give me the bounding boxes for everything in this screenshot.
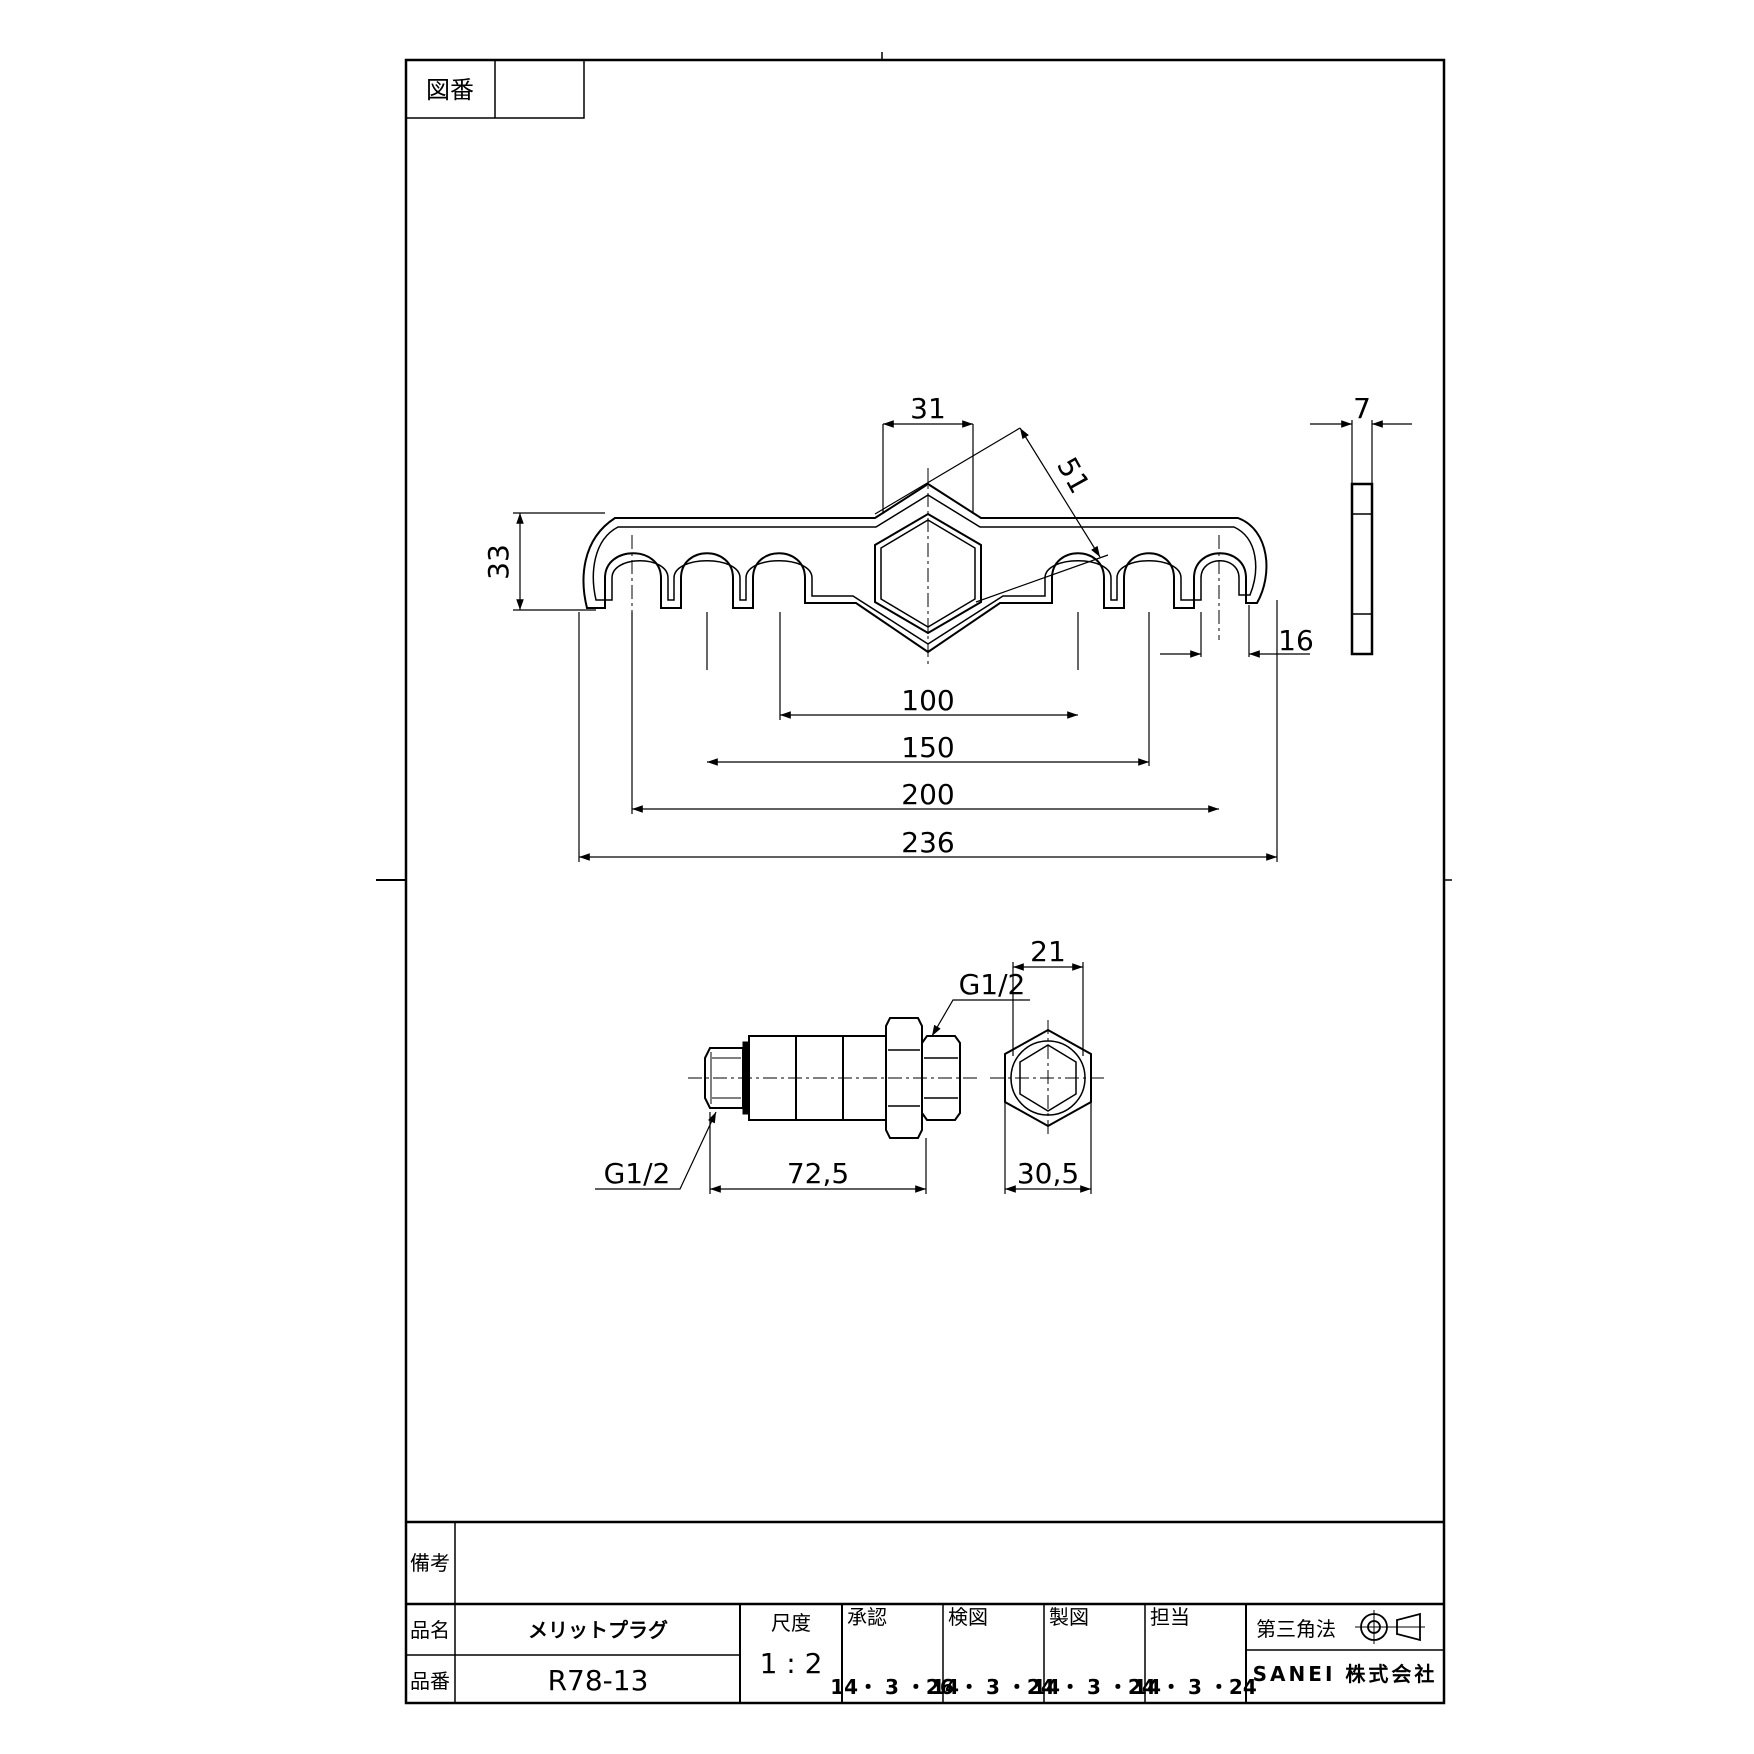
product-number: R78-13 bbox=[548, 1664, 649, 1697]
company-name: SANEI 株式会社 bbox=[1253, 1662, 1438, 1686]
plug-end-view bbox=[990, 962, 1106, 1194]
check-date: 14・ 3 ・24 bbox=[931, 1675, 1055, 1699]
dim-hex-corner: 30,5 bbox=[1017, 1157, 1079, 1190]
drawing-number-label: 図番 bbox=[426, 76, 474, 104]
drawing-number-box: 図番 bbox=[405, 59, 585, 119]
wrench-plate-side-view bbox=[1310, 420, 1412, 656]
dim-150: 150 bbox=[901, 731, 954, 764]
wrench-plate-front-view bbox=[582, 468, 1268, 668]
dim-thickness: 7 bbox=[1353, 392, 1371, 425]
scale-value: 1 : 2 bbox=[760, 1647, 823, 1680]
dim-height: 33 bbox=[482, 544, 515, 580]
dim-236: 236 bbox=[901, 826, 954, 859]
projection-label: 第三角法 bbox=[1256, 1617, 1336, 1641]
scale-label: 尺度 bbox=[771, 1611, 811, 1635]
dim-200: 200 bbox=[901, 778, 954, 811]
third-angle-projection-icon bbox=[1355, 1610, 1425, 1644]
dim-hex-width: 31 bbox=[910, 392, 946, 425]
charge-label: 担当 bbox=[1150, 1605, 1190, 1629]
draw-date: 14・ 3 ・24 bbox=[1032, 1675, 1156, 1699]
dim-100: 100 bbox=[901, 684, 954, 717]
check-label: 検図 bbox=[948, 1605, 988, 1629]
dim-thread-top: G1/2 bbox=[959, 968, 1026, 1001]
remarks-label: 備考 bbox=[410, 1551, 450, 1575]
dim-hex-across: 21 bbox=[1030, 935, 1066, 968]
plug-dimension-text: G1/2 G1/2 72,5 bbox=[604, 968, 1026, 1190]
product-name-label: 品名 bbox=[410, 1618, 450, 1642]
approve-label: 承認 bbox=[847, 1605, 887, 1629]
product-number-label: 品番 bbox=[410, 1669, 450, 1693]
plug-side-view bbox=[595, 999, 1030, 1194]
title-block bbox=[406, 1520, 1444, 1703]
title-block-text: 備考 品名 メリットプラグ 品番 R78-13 尺度 1 : 2 承認 14・ … bbox=[410, 1551, 1438, 1699]
charge-date: 14・ 3 ・24 bbox=[1133, 1675, 1257, 1699]
sheet-border bbox=[376, 52, 1452, 1705]
product-name: メリットプラグ bbox=[528, 1618, 668, 1642]
dim-slot-16: 16 bbox=[1278, 624, 1314, 657]
draw-label: 製図 bbox=[1049, 1605, 1089, 1629]
dim-thread-left: G1/2 bbox=[604, 1157, 671, 1190]
dim-length: 72,5 bbox=[787, 1157, 849, 1190]
dim-hex-diagonal: 51 bbox=[1050, 452, 1096, 499]
wrench-plate-dimensions bbox=[513, 420, 1310, 862]
approve-date: 14・ 3 ・26 bbox=[830, 1675, 954, 1699]
